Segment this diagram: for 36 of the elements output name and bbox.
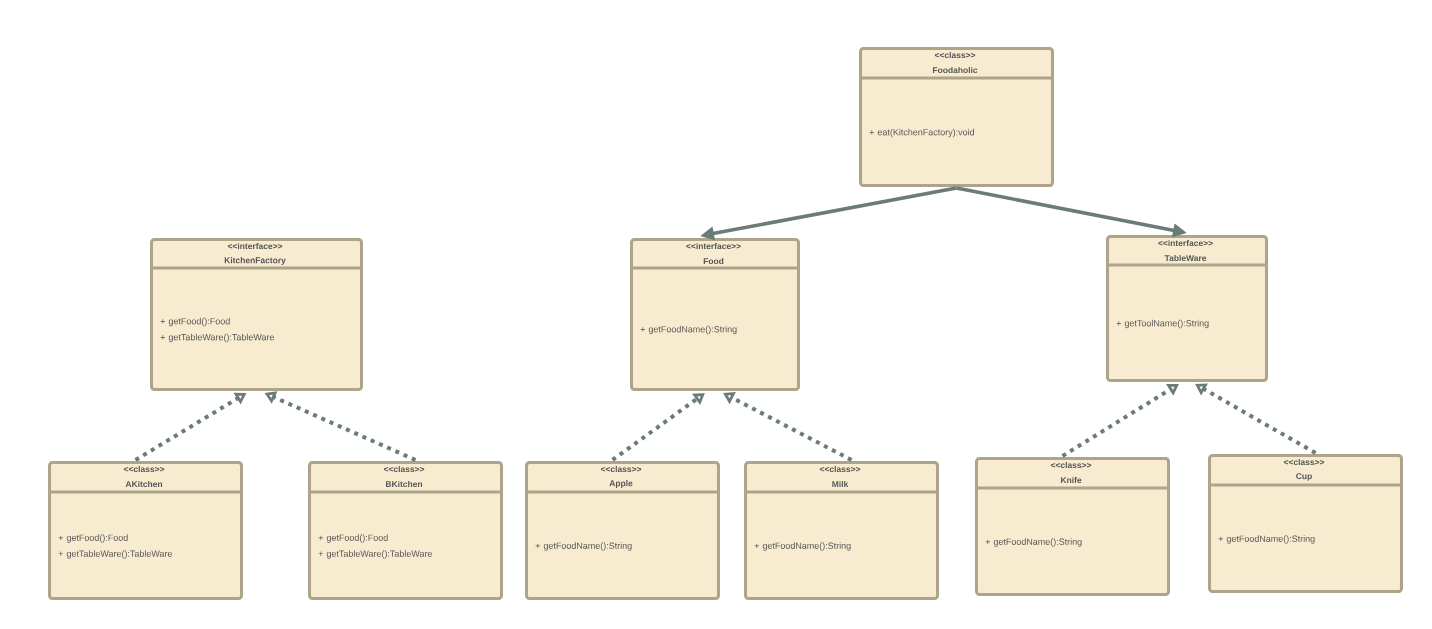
member-text: + getTableWare():TableWare bbox=[318, 550, 432, 559]
class-name: Food bbox=[703, 257, 724, 265]
arrow bbox=[611, 393, 705, 462]
stereotype-label: <<class>> bbox=[934, 51, 976, 59]
member-text: + getFood():Food bbox=[318, 534, 388, 543]
class-name: KitchenFactory bbox=[224, 257, 286, 265]
class-name: Knife bbox=[1061, 476, 1082, 484]
member-text: + getFoodName():String bbox=[1218, 535, 1315, 544]
stereotype-label: <<class>> bbox=[123, 465, 165, 473]
member-text: + getToolName():String bbox=[1116, 319, 1209, 329]
arrow bbox=[1061, 383, 1179, 458]
class-name: TableWare bbox=[1164, 254, 1207, 262]
class-name: Milk bbox=[832, 480, 849, 488]
member-text: + eat(KitchenFactory):void bbox=[869, 128, 974, 138]
class-name: Cup bbox=[1296, 473, 1312, 481]
member-text: + getFood():Food bbox=[58, 534, 128, 543]
stereotype-label: <<class>> bbox=[600, 465, 642, 473]
class-name: AKitchen bbox=[125, 480, 163, 488]
stereotype-label: <<class>> bbox=[383, 465, 425, 473]
class-name: BKitchen bbox=[386, 480, 423, 488]
member-text: + getFoodName():String bbox=[754, 542, 851, 551]
member-text: + getTableWare():TableWare bbox=[160, 333, 274, 343]
stereotype-label: <<class>> bbox=[1283, 458, 1325, 466]
stereotype-label: <<interface>> bbox=[1158, 239, 1213, 247]
stereotype-label: <<interface>> bbox=[686, 242, 741, 250]
class-name: Foodaholic bbox=[933, 66, 978, 74]
member-text: + getFoodName():String bbox=[640, 325, 737, 335]
class-name: Apple bbox=[609, 480, 633, 488]
member-text: + getFoodName():String bbox=[535, 542, 632, 551]
stereotype-label: <<class>> bbox=[1050, 461, 1092, 469]
member-text: + getFood():Food bbox=[160, 317, 230, 327]
arrow bbox=[1195, 383, 1317, 455]
member-text: + getFoodName():String bbox=[985, 538, 1082, 547]
stereotype-label: <<class>> bbox=[819, 465, 861, 473]
stereotype-label: <<interface>> bbox=[227, 242, 283, 250]
member-text: + getTableWare():TableWare bbox=[58, 550, 172, 559]
